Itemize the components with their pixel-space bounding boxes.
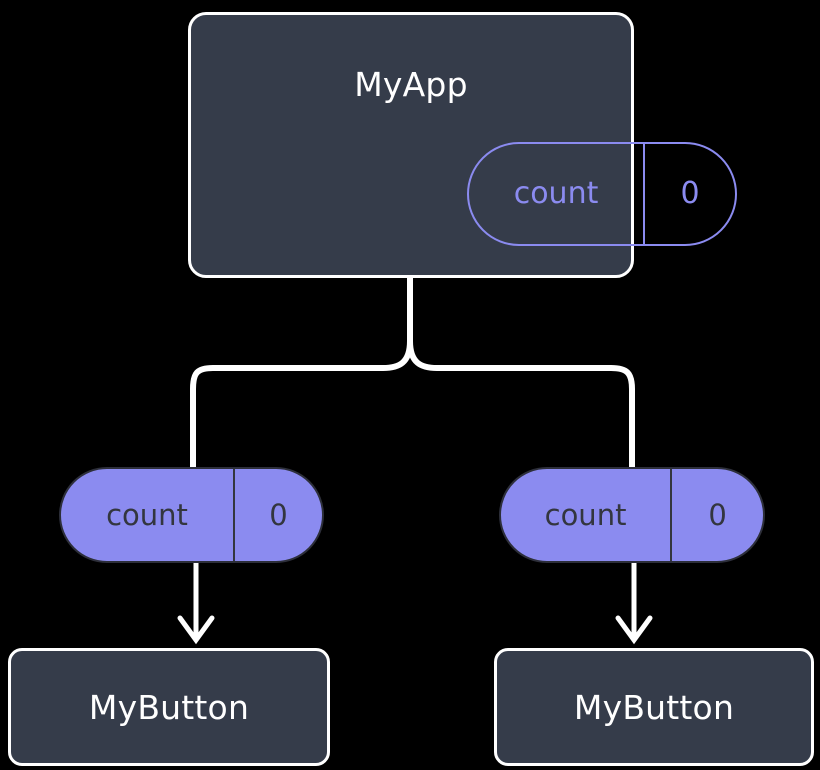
state-pill-key: count <box>513 176 599 211</box>
state-pill-myapp[interactable]: count 0 <box>467 142 737 246</box>
state-pill-value: 0 <box>643 144 735 244</box>
arrow-head-left <box>177 615 215 645</box>
state-pill-child-left[interactable]: count 0 <box>59 467 324 563</box>
component-box-myapp[interactable]: MyApp count 0 <box>188 12 737 278</box>
component-box-mybutton-right[interactable]: MyButton <box>494 648 814 766</box>
connector-branch-left <box>190 340 413 467</box>
component-box-mybutton-left[interactable]: MyButton <box>8 648 330 766</box>
state-pill-value: 0 <box>670 469 763 561</box>
component-title-mybutton: MyButton <box>573 687 735 727</box>
component-title-mybutton: MyButton <box>88 687 250 727</box>
state-pill-child-right[interactable]: count 0 <box>499 467 765 563</box>
arrow-head-right <box>615 615 653 645</box>
state-pill-key: count <box>544 497 627 532</box>
state-pill-key: count <box>106 497 188 532</box>
component-title-myapp: MyApp <box>354 65 468 104</box>
connector-branch-right <box>407 340 635 467</box>
state-pill-value: 0 <box>233 469 322 561</box>
